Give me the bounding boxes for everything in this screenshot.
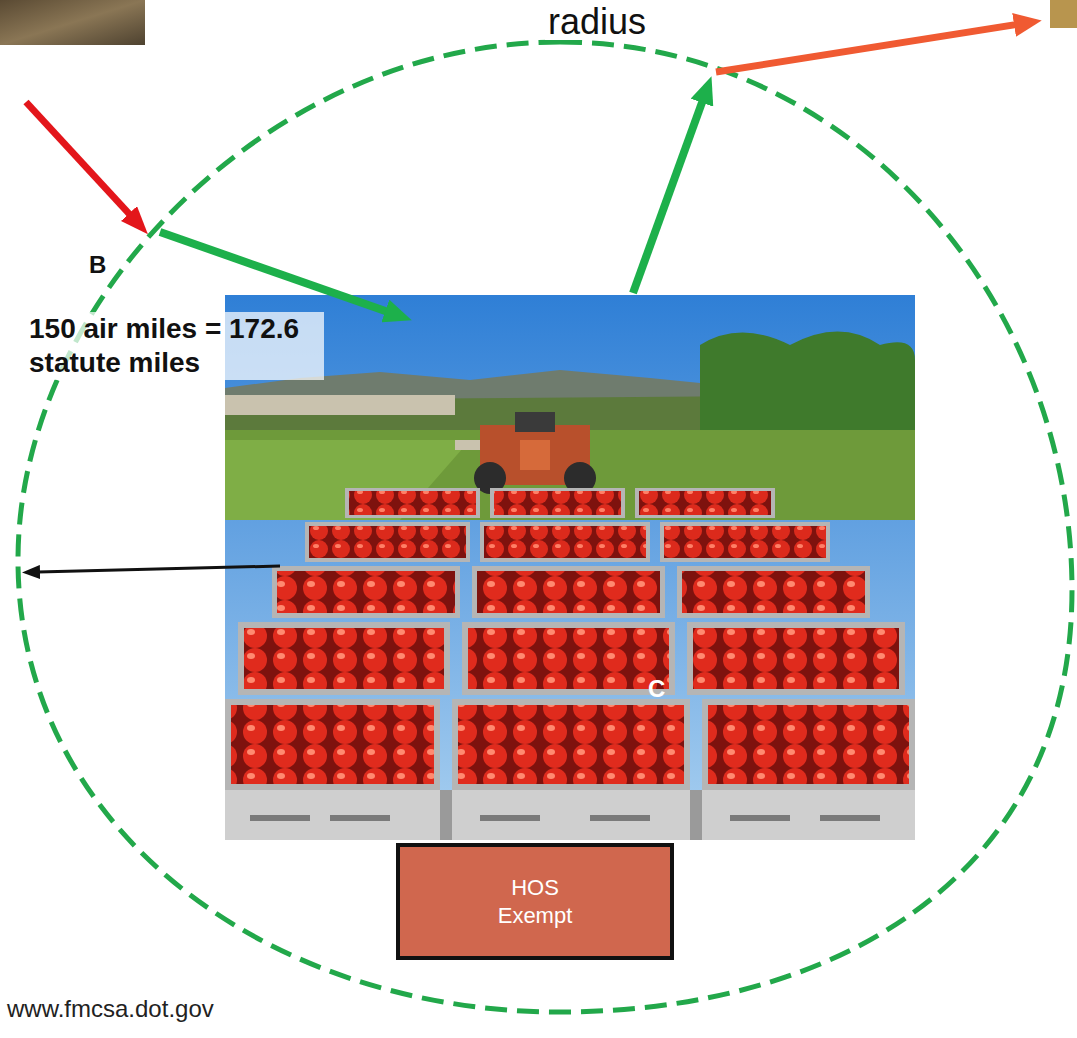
inside-arrow — [633, 97, 704, 293]
inside-arrow — [160, 232, 391, 313]
box-label: HOS Exempt — [485, 874, 585, 929]
inbound-arrow — [26, 102, 133, 218]
source-url: www.fmcsa.dot.gov — [4, 996, 217, 1022]
photo-crop — [0, 0, 145, 45]
radius-boundary — [18, 42, 1072, 1012]
tomato-photo — [225, 295, 915, 840]
point-letter: B — [86, 252, 109, 278]
point-letter: C — [645, 676, 668, 702]
radius-arrow — [38, 566, 280, 572]
photo-crop — [1050, 0, 1077, 28]
radius-label: radius — [545, 4, 649, 40]
exempt-box: HOS Exempt — [396, 843, 674, 960]
distance-note: 150 air miles = 172.6 statute miles — [26, 312, 324, 380]
outbound-arrow — [716, 24, 1020, 72]
